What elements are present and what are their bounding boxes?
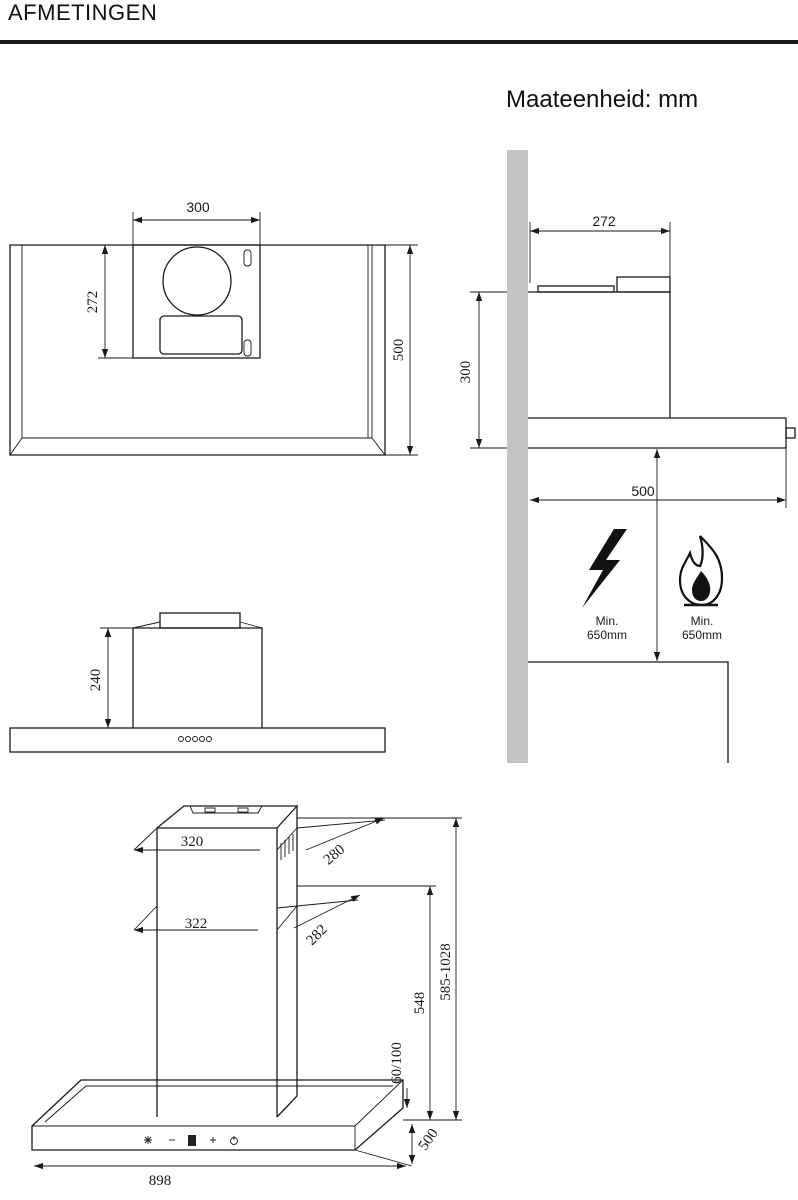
flame-icon — [678, 535, 724, 607]
dim-label-upper-width: 320 — [181, 834, 204, 850]
dim-label-hood-width: 898 — [149, 1173, 172, 1189]
iso-chimney-top — [156, 805, 297, 829]
iso-view: 320 280 322 282 585-1028 548 60/100 500 … — [31, 804, 462, 1189]
side-view: 272 300 500 Min. 650mm Min. 650mm — [458, 150, 796, 763]
dim-label-hood-depth-iso: 500 — [416, 1126, 442, 1154]
title-divider — [0, 40, 798, 44]
dim-label-chimney-depth: 272 — [592, 213, 616, 229]
countertop — [528, 661, 729, 763]
dim-line-280 — [305, 817, 385, 851]
dim-label-front-chimney: 240 — [88, 669, 104, 692]
side-canopy — [528, 417, 787, 449]
dim-label-duct-width: 300 — [186, 199, 210, 215]
iso-control-panel — [144, 1135, 238, 1146]
front-view: 240 — [9, 612, 386, 753]
dim-label-lower-width: 322 — [185, 916, 208, 932]
duct-plate — [132, 244, 261, 359]
control-buttons — [178, 736, 212, 742]
iso-vents — [280, 834, 294, 860]
electric-min-label: Min. — [596, 614, 619, 628]
dim-label-hood-depth-top: 500 — [391, 339, 407, 362]
front-duct-collar — [159, 612, 241, 629]
front-canopy — [9, 727, 386, 753]
front-chimney — [132, 627, 263, 728]
iso-chimney-side — [276, 804, 298, 1118]
unit-label: Maateenheid: mm — [506, 86, 699, 113]
dim-label-chimney-height: 548 — [412, 992, 428, 1015]
lightning-icon — [582, 529, 627, 608]
iso-canopy — [31, 1079, 404, 1151]
gas-min-label: Min. — [691, 614, 714, 628]
dim-label-duct-depth: 272 — [85, 291, 101, 314]
dim-label-hood-depth-side: 500 — [631, 483, 655, 499]
motor-housing — [159, 315, 243, 355]
dim-label-canopy-height: 60/100 — [389, 1042, 405, 1084]
dim-label-upper-depth: 280 — [321, 842, 349, 869]
side-chimney — [528, 291, 671, 418]
dim-label-total-height: 585-1028 — [438, 943, 454, 1001]
gas-min-value: 650mm — [682, 628, 722, 642]
dim-line-282 — [293, 894, 361, 929]
top-view-outline — [9, 244, 386, 456]
duct-outlet-circle — [162, 246, 232, 316]
top-view: 300 272 500 — [9, 199, 418, 456]
page-title: AFMETINGEN — [8, 0, 158, 25]
top-view-inner-frame — [21, 245, 373, 439]
electric-min-value: 650mm — [587, 628, 627, 642]
wall — [507, 150, 528, 763]
iso-chimney-front — [156, 827, 278, 1117]
dim-label-lower-depth: 282 — [304, 922, 331, 949]
dim-label-chimney-height: 300 — [458, 361, 474, 384]
